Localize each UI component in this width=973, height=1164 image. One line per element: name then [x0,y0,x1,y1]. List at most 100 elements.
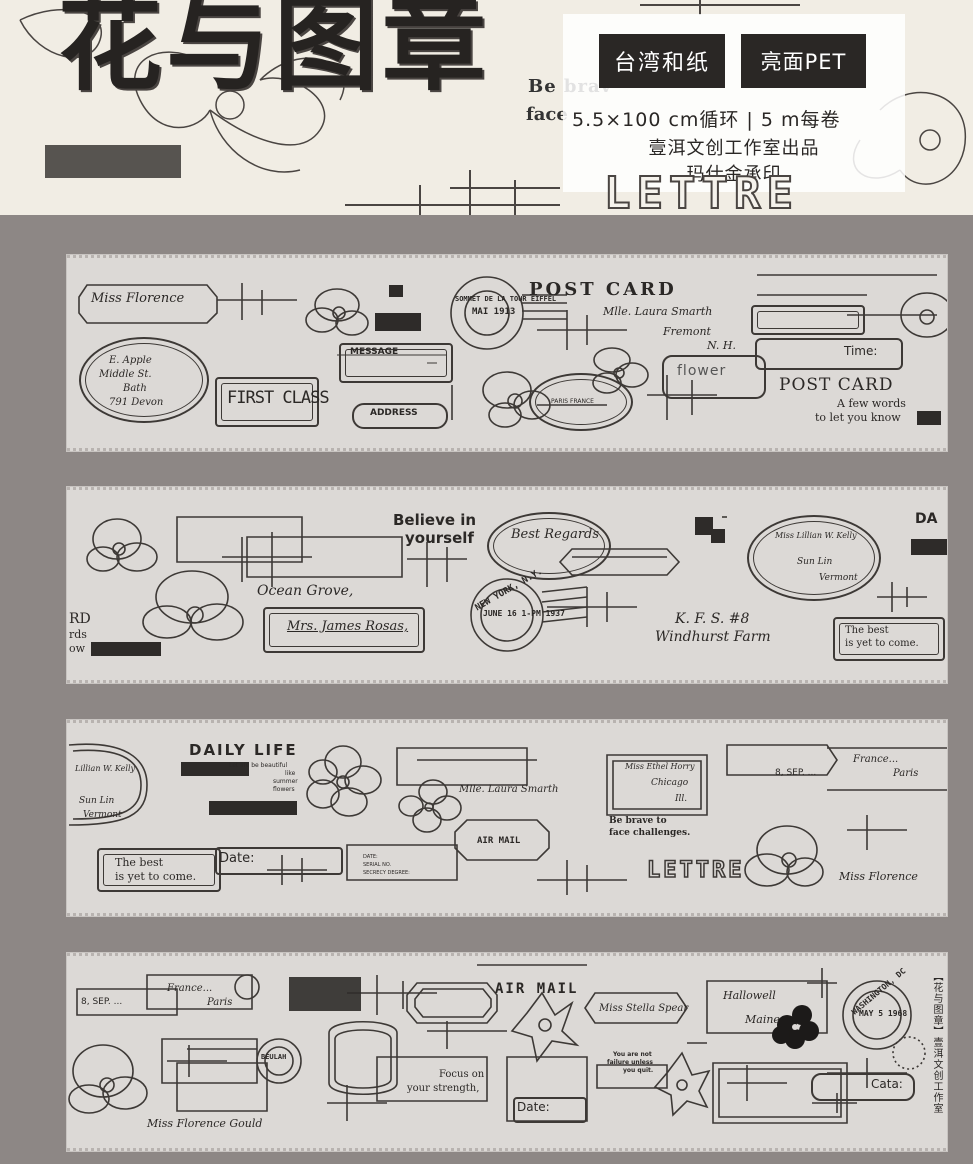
label-face-challenges: face challenges. [609,828,691,838]
label-yet-to-come: is yet to come. [845,638,919,649]
ink-square [695,517,713,535]
label-miss-florence: Miss Florence Gould [147,1117,263,1130]
label-lettre: LETTRE [646,857,745,884]
label-kfs: K. F. S. #8 [675,611,750,627]
label-vermont: Vermont [83,810,122,820]
ink-block-right [917,411,941,425]
header-banner: 花与图章 Be brav face 台湾和纸 亮面PET 5.5×100 cm循… [0,0,973,215]
label-miss-stella: Miss Stella Spear [599,1003,689,1014]
label-post-card-2: POST CARD [779,375,894,395]
address-frame [352,403,448,429]
ink-block-right [911,539,947,555]
label-ocean-grove: Ocean Grove, [257,583,354,599]
label-hallowell: Hallowell [723,989,776,1002]
tape-strip-2: RD rds ow Ocean Grove, Mrs. James Rosas,… [67,487,947,683]
deco-text-lettre: LETTRE [603,167,799,215]
label-mrs-james: Mrs. James Rosas, [287,619,409,634]
strip4-line-art [68,964,926,1124]
badge-pet: 亮面PET [741,34,866,88]
spec-line: 5.5×100 cm循环 | 5 m每卷 [572,109,841,131]
label-address: ADDRESS [370,408,418,418]
label-date: Date: [517,1100,550,1114]
label-date-small: DATE: [363,854,378,860]
lillian-oval [747,515,881,601]
tape-strip-3: Lillian W. Kelly Sun Lin Vermont DAILY L… [67,720,947,916]
label-france: France... [167,983,213,994]
badge-washi: 台湾和纸 [599,34,725,88]
date-frame [215,847,343,875]
postmark-date: JUNE 16 1-PM 1937 [483,609,565,618]
label-mlle-laura: Mlle. Laura Smarth [603,305,713,318]
label-believe: Believe in [393,511,477,529]
not-failure-3: you quit. [623,1067,654,1074]
studio-line: 壹洱文创工作室出品 [648,138,820,159]
label-air-mail: AIR MAIL [495,981,579,997]
time-frame [755,338,903,370]
best-frame [97,848,221,892]
ink-block [181,762,249,776]
label-paris: Paris [893,768,919,779]
label-cata: Cata: [871,1077,903,1091]
label-time: Time: [844,344,878,358]
address-line-4: 791 Devon [109,397,164,408]
label-your-strength: your strength, [407,1083,480,1094]
not-failure-2: failure unless [607,1059,653,1066]
oval-frame-address [79,337,209,423]
strip1-line-art [78,274,947,428]
label-lillian: Lillian W. Kelly [75,764,136,773]
cata-frame [811,1073,915,1101]
not-failure-1: You are not [613,1051,652,1058]
label-mlle-laura: Mlle. Laura Smarth [459,784,559,795]
postmark-tour: SOMMET DE LA TOUR EIFFEL [455,295,557,303]
label-the-best: The best [845,625,889,636]
label-fremont: Fremont [663,325,711,338]
label-rd: RD [69,611,91,627]
label-first-class: FIRST CLASS [227,388,330,408]
first-class-frame [215,377,319,427]
ink-block-2 [209,801,297,815]
deco-text-face: face [526,104,568,125]
ink-block-small [389,285,403,297]
daily-sub-2: like [285,770,296,777]
strip2-line-art [86,516,927,652]
label-air-mail: AIR MAIL [477,836,521,846]
label-ill: Ill. [675,794,688,804]
label-sep: 8, SEP. ... [775,768,817,778]
address-line-3: Bath [123,383,147,394]
label-focus-on: Focus on [439,1069,485,1080]
paris-oval [529,373,633,431]
label-nh: N. H. [707,339,737,352]
label-post-card: POST CARD [529,279,677,300]
mrs-james-frame [263,607,425,653]
label-flower: flower [677,363,727,379]
label-miss-florence: Miss Florence [91,291,185,306]
label-ow: ow [69,642,86,655]
address-line-2: Middle St. [99,369,152,380]
label-beulah: BEULAH [261,1053,287,1061]
label-yet-to-come: is yet to come. [115,870,197,883]
label-paris: Paris [207,997,233,1008]
best-regards-oval [487,512,611,580]
label-let-you-know: to let you know [815,411,901,424]
label-best-regards: Best Regards [511,527,600,542]
header-decoration [19,0,966,215]
best-frame [833,617,945,661]
label-yourself: yourself [405,529,474,547]
daily-sub-1: Let life be beautiful [229,762,288,769]
label-rds: rds [69,628,87,641]
label-be-brave: Be brave to [609,816,667,826]
daily-sub-3: summer [273,778,298,785]
date-frame [513,1097,587,1123]
ink-square-2 [711,529,725,543]
label-sep: 8, SEP. ... [81,997,123,1007]
tape-strip-1: Miss Florence E. Apple Middle St. Bath 7… [67,255,947,451]
label-maine: Maine [745,1013,780,1026]
label-chicago: Chicago [651,778,689,788]
label-windhurst: Windhurst Farm [655,629,771,645]
label-vermont: Vermont [819,573,858,583]
label-sun-lin: Sun Lin [79,796,115,806]
label-paris-france: PARIS FRANCE [551,398,594,405]
label-few-words: A few words [837,397,906,410]
ink-block [91,642,161,656]
postmark-date: MAI 1913 [472,307,516,317]
